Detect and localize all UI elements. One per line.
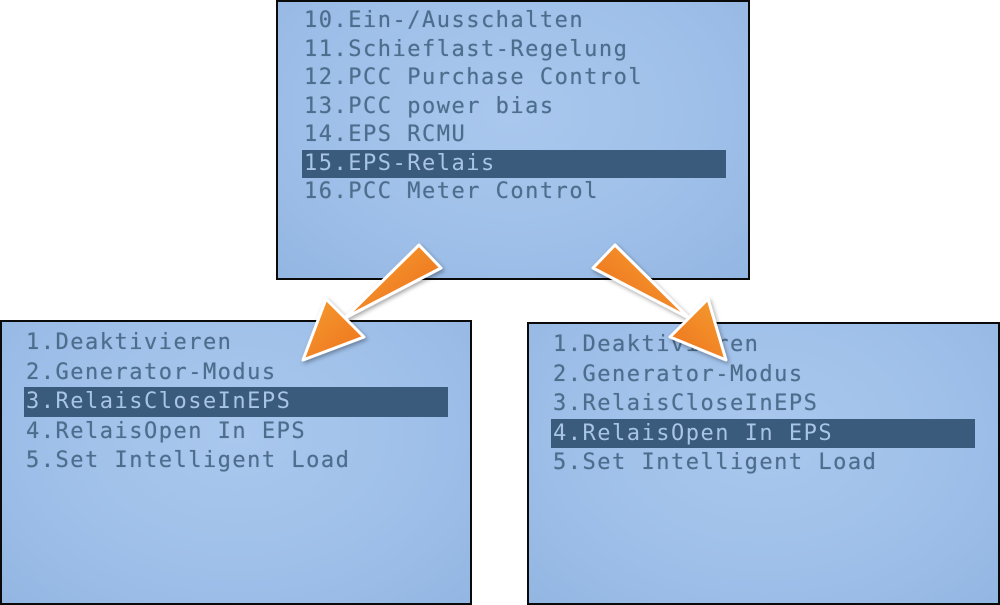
menu-item-pcc-power-bias[interactable]: 13.PCC power bias xyxy=(304,93,555,119)
menu-item-generator-mode[interactable]: 2.Generator-Modus xyxy=(26,359,277,385)
menu-item-relay-close-in-eps[interactable]: 3.RelaisCloseInEPS xyxy=(24,387,448,417)
menu-list: 1.Deaktivieren 2.Generator-Modus 3.Relai… xyxy=(551,330,975,478)
lcd-screen-eps-relay-close: 1.Deaktivieren 2.Generator-Modus 3.Relai… xyxy=(0,320,472,605)
menu-item-deactivate[interactable]: 1.Deaktivieren xyxy=(553,332,760,357)
lcd-screen-eps-relay-open: 1.Deaktivieren 2.Generator-Modus 3.Relai… xyxy=(527,322,1000,605)
menu-item-set-intelligent-load[interactable]: 5.Set Intelligent Load xyxy=(26,448,351,473)
lcd-screen-main-menu: 10.Ein-/Ausschalten 11.Schieflast-Regelu… xyxy=(276,0,750,280)
menu-item-deactivate[interactable]: 1.Deaktivieren xyxy=(26,330,233,355)
menu-item-set-intelligent-load[interactable]: 5.Set Intelligent Load xyxy=(553,450,878,475)
menu-item-eps-relay[interactable]: 15.EPS-Relais xyxy=(302,149,726,178)
menu-item-relay-close-in-eps[interactable]: 3.RelaisCloseInEPS xyxy=(553,391,819,416)
menu-list: 1.Deaktivieren 2.Generator-Modus 3.Relai… xyxy=(24,328,448,476)
menu-item-pcc-purchase-control[interactable]: 12.PCC Purchase Control xyxy=(304,65,644,90)
menu-item-eps-rcmu[interactable]: 14.EPS RCMU xyxy=(304,122,467,147)
menu-item-pcc-meter-control[interactable]: 16.PCC Meter Control xyxy=(304,179,599,204)
menu-item-on-off[interactable]: 10.Ein-/Ausschalten xyxy=(304,8,585,33)
menu-item-unbalanced-load[interactable]: 11.Schieflast-Regelung xyxy=(304,36,629,62)
menu-item-generator-mode[interactable]: 2.Generator-Modus xyxy=(553,361,804,387)
menu-list: 10.Ein-/Ausschalten 11.Schieflast-Regelu… xyxy=(302,7,726,207)
menu-item-relay-open-in-eps[interactable]: 4.RelaisOpen In EPS xyxy=(551,418,975,448)
menu-item-relay-open-in-eps[interactable]: 4.RelaisOpen In EPS xyxy=(26,418,307,444)
